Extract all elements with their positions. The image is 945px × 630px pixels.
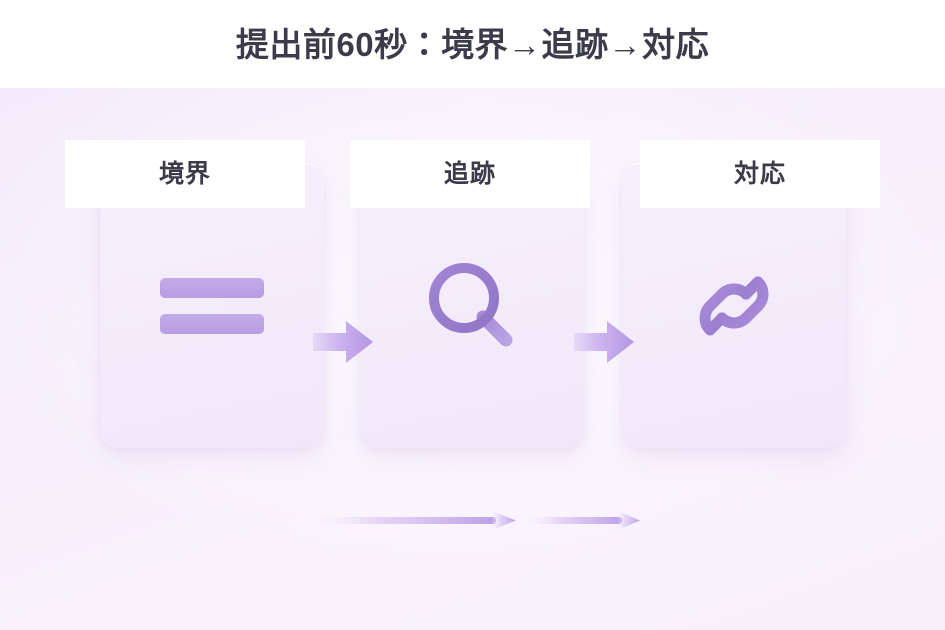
flow-arrow-right	[528, 506, 640, 534]
arrow-right-icon	[313, 321, 373, 363]
step-card-2[interactable]	[360, 163, 584, 448]
long-arrow-right-icon	[318, 511, 516, 530]
arrow-step2-to-step3	[574, 320, 634, 364]
step-label-box-2: 追跡	[350, 140, 590, 208]
arrow-step1-to-step2	[313, 320, 373, 364]
chain-link-icon	[699, 276, 769, 335]
step-1-icon-wrap	[100, 277, 324, 334]
step-label-box-1: 境界	[65, 140, 305, 208]
slide-header: 提出前60秒：境界→追跡→対応	[0, 0, 945, 88]
step-label-box-3: 対応	[640, 140, 880, 208]
step-label-1: 境界	[158, 159, 211, 188]
step-label-2: 追跡	[443, 159, 496, 188]
equal-bars-icon	[160, 277, 264, 334]
step-3-icon-wrap	[622, 254, 846, 358]
step-card-3[interactable]	[622, 163, 846, 448]
diagram-canvas: 境界 追跡 対応	[0, 88, 945, 630]
step-2-icon-wrap	[360, 254, 584, 358]
page-title: 提出前60秒：境界→追跡→対応	[235, 25, 710, 63]
step-card-1[interactable]	[100, 163, 324, 448]
equal-bars-icon-top	[160, 277, 264, 298]
step-label-3: 対応	[733, 159, 786, 188]
magnifier-icon	[429, 262, 513, 346]
arrow-right-icon	[574, 321, 634, 363]
equal-bars-icon-bottom	[160, 313, 264, 334]
long-arrow-right-icon	[528, 511, 640, 530]
flow-arrow-left	[318, 506, 516, 534]
